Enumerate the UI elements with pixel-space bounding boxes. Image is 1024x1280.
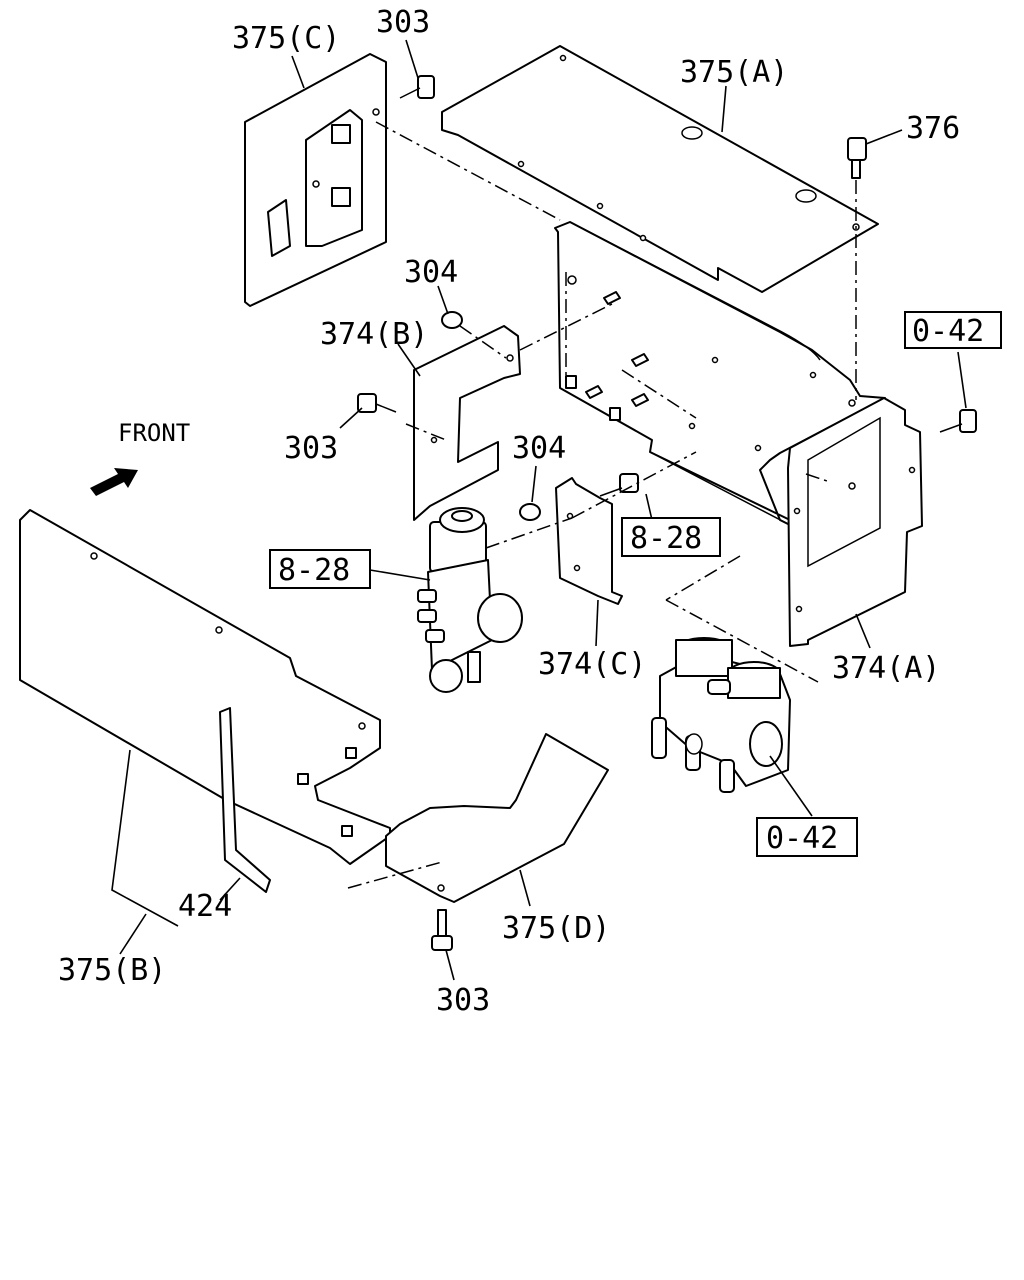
cover-375c <box>244 53 387 307</box>
cover-375b <box>19 509 391 893</box>
callout-376: 376 <box>906 111 960 146</box>
valve-0-42 <box>651 637 791 793</box>
callout-424: 424 <box>178 889 232 924</box>
bracket-374c <box>555 477 623 605</box>
callout-box-8-28-right <box>621 517 721 557</box>
callout-0-42-right: 0-42 <box>912 314 984 349</box>
assembly-lines <box>347 121 857 889</box>
mounting-bracket-frame <box>554 221 886 526</box>
callout-375c: 375(C) <box>232 21 340 56</box>
cover-375a <box>441 45 879 293</box>
callout-304-upper: 304 <box>404 255 458 290</box>
callout-375a: 375(A) <box>680 55 788 90</box>
front-arrow-icon <box>90 468 138 496</box>
front-label: FRONT <box>118 419 190 447</box>
callout-375b: 375(B) <box>58 953 166 988</box>
callout-374c: 374(C) <box>538 647 646 682</box>
callout-box-8-28-left <box>269 549 371 589</box>
callout-box-0-42-right <box>904 311 1002 349</box>
callouts: 375(C) 303 375(A) 376 304 374(B) 0-42 30… <box>58 5 1002 1018</box>
callout-box-0-42-bottom <box>756 817 858 857</box>
callout-8-28-right: 8-28 <box>630 521 702 556</box>
callout-304-lower: 304 <box>512 431 566 466</box>
bracket-374b <box>413 325 521 521</box>
cover-375d <box>385 733 609 903</box>
valve-8-28 <box>417 507 523 693</box>
callout-0-42-bottom: 0-42 <box>766 821 838 856</box>
callout-374b: 374(B) <box>320 317 428 352</box>
callout-303-top: 303 <box>376 5 430 40</box>
bracket-374a <box>787 397 923 647</box>
leader-lines <box>111 39 967 981</box>
callout-374a: 374(A) <box>832 651 940 686</box>
hardware-fasteners <box>357 75 977 951</box>
callout-303-mid: 303 <box>284 431 338 466</box>
callout-303-bottom: 303 <box>436 983 490 1018</box>
callout-375d: 375(D) <box>502 911 610 946</box>
callout-8-28-left: 8-28 <box>278 553 350 588</box>
